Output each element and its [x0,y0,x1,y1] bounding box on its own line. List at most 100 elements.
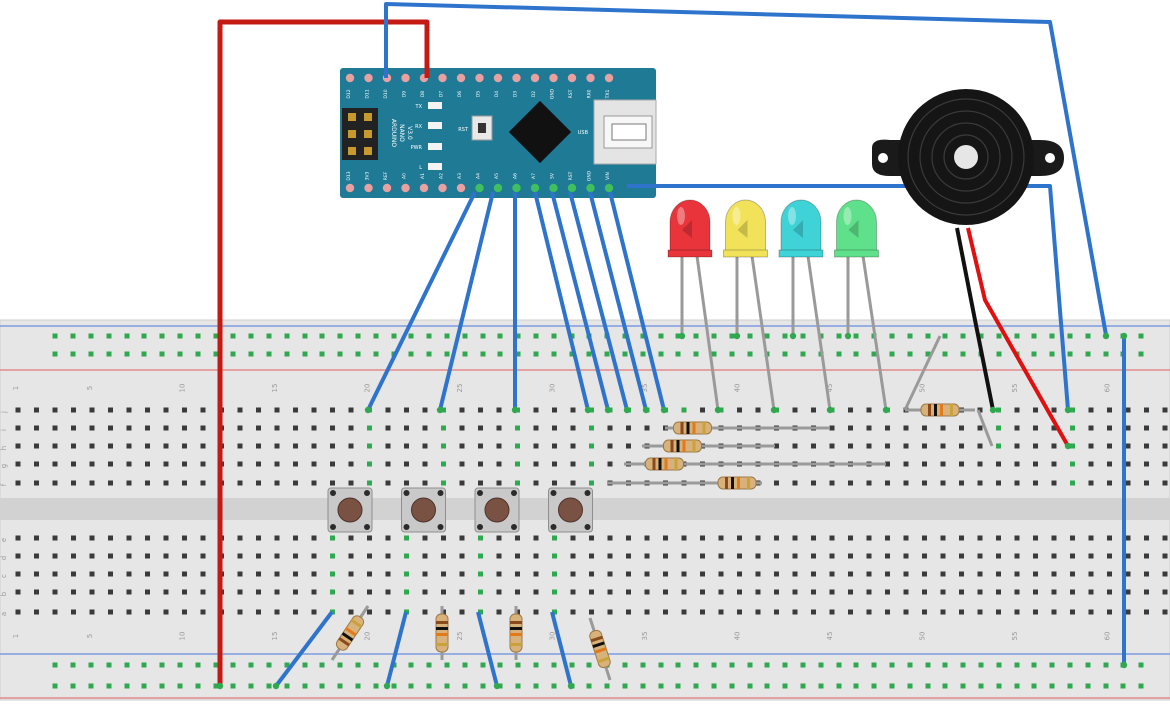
breadboard-hole [108,443,113,449]
breadboard-hole [626,425,631,431]
breadboard-hole [422,443,428,449]
buzzer-ring [943,134,989,180]
rail-hole [426,683,432,689]
breadboard-hole [330,553,335,559]
rail-hole [925,683,931,689]
breadboard-hole [52,589,58,595]
board-name-line3: V3.0 [406,126,413,140]
breadboard-hole [15,553,21,559]
breadboard-hole [348,609,354,615]
rail-hole [177,351,183,357]
breadboard-hole [459,425,465,431]
rail-hole [248,333,254,339]
rail-hole [889,662,895,668]
nano-bottom-pin [438,183,447,193]
resistor-band [594,647,607,654]
breadboard-hole [552,407,557,413]
breadboard-hole [330,535,335,541]
rail-hole [640,351,646,357]
resistor-band [436,633,448,636]
breadboard-hole [663,571,668,577]
led-rim [723,249,768,258]
breadboard-hole [422,480,428,486]
rail-hole [693,333,699,339]
breadboard-hole [1033,609,1038,615]
breadboard-hole [52,535,58,541]
row-letter: b [0,591,8,596]
rail-hole [124,662,130,668]
push-button [548,487,593,533]
breadboard-hole [1070,480,1075,486]
breadboard-hole [404,425,409,431]
breadboard-hole [108,535,113,541]
breadboard-hole [996,461,1001,467]
breadboard-hole [848,407,853,413]
rail-hole [853,683,859,689]
breadboard-hole [1088,609,1094,615]
column-number: 5 [86,386,94,390]
breadboard-hole [404,443,409,449]
resistor-band [590,635,603,643]
rail-hole [195,662,201,668]
rail-hole [106,351,112,357]
rail-hole [907,683,913,689]
breadboard-hole [922,535,927,541]
rail-hole [1138,662,1144,668]
rail-hole [141,662,147,668]
nano-bottom-pin [419,183,429,193]
column-number: 35 [641,632,649,641]
breadboard-hole [182,407,187,413]
rail-hole [1085,333,1091,339]
led-red [667,199,713,258]
rail-hole [586,683,592,689]
breadboard-hole [163,589,169,595]
breadboard-hole [478,589,483,595]
breadboard-hole [1070,425,1075,431]
breadboard-hole [829,480,835,486]
breadboard-hole [348,535,354,541]
breadboard-hole [71,609,76,615]
breadboard-hole [108,571,113,577]
rail-hole [106,333,112,339]
board-led-label-pwr: PWR [411,145,423,151]
breadboard-hole [385,443,391,449]
breadboard-hole [1107,571,1112,577]
breadboard-hole [367,609,372,615]
breadboard-hole [496,609,502,615]
column-number: 10 [179,384,187,393]
icsp-pin [348,147,356,155]
rail-hole [444,351,450,357]
rail-hole [960,662,966,668]
breadboard-hole [1125,535,1131,541]
breadboard-hole [903,535,909,541]
nano-top-pin-label: D2 [531,91,537,97]
breadboard-hole [274,480,280,486]
breadboard-hole [348,425,354,431]
breadboard-hole [940,571,946,577]
breadboard-hole [792,571,798,577]
breadboard-hole [182,553,187,559]
resistor-band [934,404,937,416]
wire-button-gnd-3 [476,611,499,687]
breadboard-hole [108,553,113,559]
rail-hole [1049,662,1055,668]
breadboard-hole [200,571,206,577]
resistor-band [436,643,448,646]
breadboard-hole [200,443,206,449]
breadboard-hole [922,589,927,595]
breadboard-hole [792,443,798,449]
rail-hole [159,333,165,339]
breadboard-hole [367,480,372,486]
rail-hole [159,683,165,689]
rail-hole [515,683,521,689]
rail-hole [444,333,450,339]
breadboard-hole [367,461,372,467]
breadboard-hole [237,443,243,449]
breadboard-hole [478,535,483,541]
nano-bottom-pin-label: GND [587,170,593,181]
breadboard-hole [570,535,576,541]
rail-hole [124,683,130,689]
breadboard-hole [1144,553,1149,559]
breadboard-hole [237,589,243,595]
breadboard-hole [996,571,1001,577]
